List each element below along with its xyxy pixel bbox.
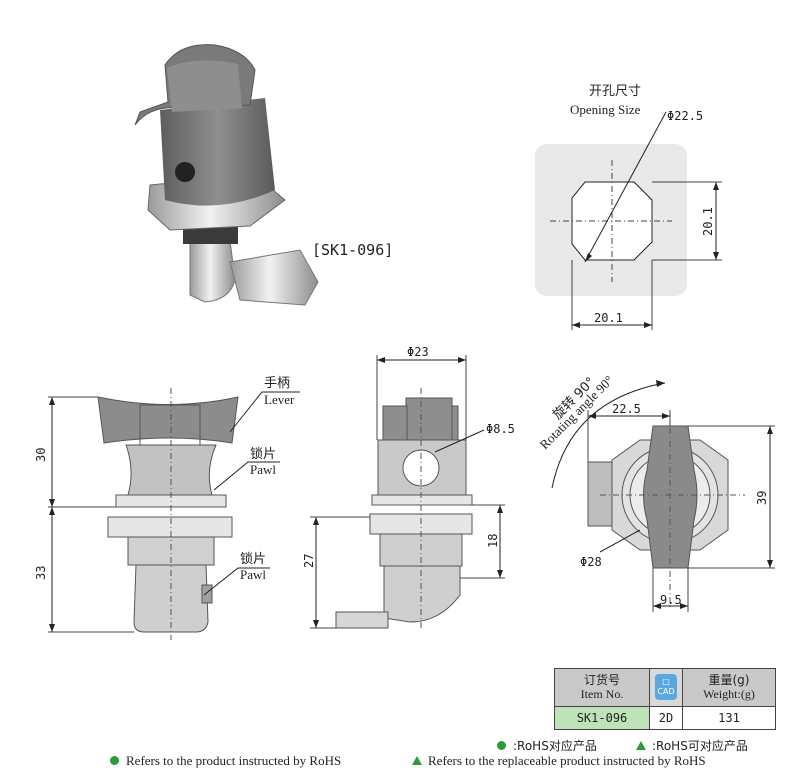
- front-dim-upper: 30: [34, 448, 48, 462]
- rohs-triangle-icon: [636, 741, 646, 750]
- side-dia-top: Φ23: [407, 345, 429, 359]
- lever-label-en: Lever: [264, 392, 295, 407]
- side-dim-18: 18: [486, 534, 500, 548]
- cad-header: □CAD: [649, 668, 683, 707]
- legend-rohs-en: Refers to the product instructed by RoHS: [110, 753, 341, 769]
- rohs-dot-icon: [497, 741, 506, 750]
- pawl1-label-en: Pawl: [250, 462, 276, 477]
- item-no-header: 订货号 Item No.: [554, 668, 650, 707]
- side-dim-27: 27: [302, 554, 316, 568]
- weight-cell: 131: [682, 705, 776, 731]
- front-view-drawing: [48, 388, 300, 640]
- side-view-drawing: [310, 355, 505, 630]
- lever-label-cn: 手柄: [264, 376, 290, 391]
- top-dim-9-5: 9.5: [660, 593, 682, 607]
- top-dim-22-5: 22.5: [612, 402, 641, 416]
- pawl2-label-cn: 锁片: [240, 551, 266, 567]
- product-code-label: [SK1-096]: [312, 241, 393, 259]
- opening-title-cn: 开孔尺寸: [589, 84, 641, 99]
- legend-rohs-repl-cn: :RoHS可对应产品: [636, 737, 748, 754]
- rohs-dot-icon: [110, 756, 119, 765]
- opening-width: 20.1: [594, 311, 623, 325]
- opening-size-drawing: [535, 111, 722, 330]
- top-dim-39: 39: [755, 491, 769, 505]
- item-no-cell: SK1-096: [554, 705, 650, 731]
- product-photo: [134, 44, 319, 306]
- opening-height: 20.1: [701, 207, 715, 236]
- spec-table: 订货号 Item No. □CAD 重量(g) Weight:(g) SK1-0…: [554, 668, 776, 731]
- pawl1-label-cn: 锁片: [250, 446, 276, 462]
- opening-diameter: Φ22.5: [667, 109, 703, 123]
- front-dim-lower: 33: [34, 566, 48, 580]
- weight-header: 重量(g) Weight:(g): [682, 668, 776, 707]
- cad-cell[interactable]: 2D: [649, 705, 683, 731]
- top-dia-28: Φ28: [580, 555, 602, 569]
- spec-table-header: 订货号 Item No. □CAD 重量(g) Weight:(g): [554, 668, 776, 707]
- pawl2-label-en: Pawl: [240, 567, 266, 582]
- top-view-drawing: [551, 380, 775, 612]
- legend-rohs-cn: :RoHS对应产品: [497, 737, 597, 754]
- side-dia-hole: Φ8.5: [486, 422, 515, 436]
- rotate-label-en: Rotating angle 90°: [537, 372, 617, 452]
- spec-table-row: SK1-096 2D 131: [554, 705, 776, 731]
- legend-rohs-repl-en: Refers to the replaceable product instru…: [412, 753, 706, 769]
- cad-icon: □CAD: [655, 674, 677, 701]
- rohs-triangle-icon: [412, 756, 422, 765]
- opening-title-en: Opening Size: [570, 102, 641, 117]
